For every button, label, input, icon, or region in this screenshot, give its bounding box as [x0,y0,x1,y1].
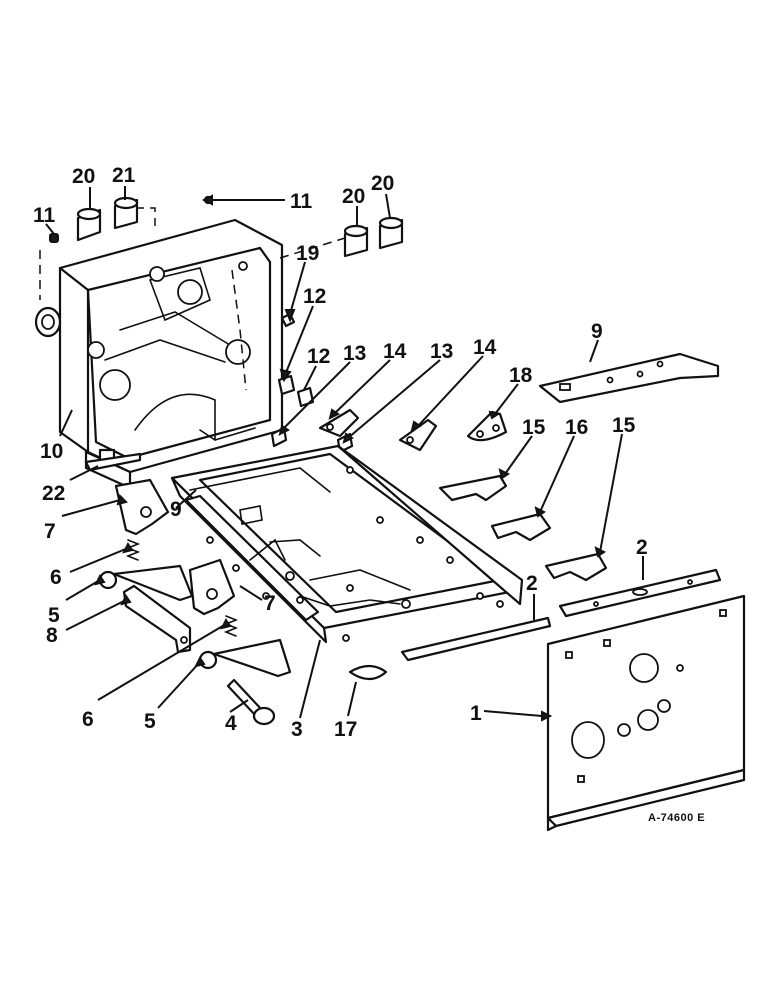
bracket-16 [490,512,552,542]
callout-2: 2 [526,572,538,595]
callout-7: 7 [44,520,56,543]
bushing-20-right-b [378,216,404,250]
callout-13: 13 [430,340,453,363]
pawl-5a [98,564,194,602]
callout-5: 5 [48,604,60,627]
bushing-20-right-a [343,224,369,258]
screw-11-left [49,233,59,243]
callout-14: 14 [383,340,407,363]
plate-14a [318,408,360,438]
strip-9 [538,352,720,404]
callout-7: 7 [264,592,276,615]
callout-19: 19 [296,242,319,265]
callout-2: 2 [636,536,648,559]
housing [34,218,284,490]
bushing-21 [113,196,139,230]
callout-21: 21 [112,164,136,187]
callout-11: 11 [290,190,313,213]
strip-22 [84,452,142,472]
callout-20: 20 [342,185,365,208]
bracket-15a [438,474,508,502]
leader-arrows [94,194,606,722]
callout-8: 8 [46,624,58,647]
drawing-number: A-74600 E [648,812,705,824]
callout-10: 10 [40,440,63,463]
callout-11: 11 [33,204,56,227]
plate-18 [466,410,508,442]
sleeve-12b [296,386,315,408]
sleeve-12a [277,374,296,396]
callout-22: 22 [42,482,65,505]
pin-4 [226,678,276,726]
clip-17 [348,664,388,681]
callout-15: 15 [612,414,636,437]
bracket-8 [122,584,192,654]
callout-9: 9 [170,498,182,521]
callout-17: 17 [334,718,357,741]
cam-7a [114,478,170,536]
callout-5: 5 [144,710,156,733]
callout-15: 15 [522,416,546,439]
callout-20: 20 [72,165,95,188]
panel-1 [546,594,746,832]
strip-2-lower [400,616,552,662]
callout-14: 14 [473,336,497,359]
callout-3: 3 [291,718,303,741]
callout-12: 12 [307,345,330,368]
callout-20: 20 [371,172,394,195]
plate-14b [398,418,438,452]
phantom-line [135,207,156,226]
pawl-5b [198,638,292,678]
callout-6: 6 [82,708,94,731]
main-frame [170,444,524,644]
cam-7b [188,558,236,616]
leader-lines [45,186,644,719]
strip-2-upper [558,568,722,618]
callout-6: 6 [50,566,62,589]
callout-16: 16 [565,416,588,439]
callout-1: 1 [470,702,482,725]
callouts: 20 21 11 11 20 20 19 12 12 13 14 13 14 9… [33,164,648,741]
callout-12: 12 [303,285,326,308]
bushing-20-left [76,207,102,242]
callout-4: 4 [225,712,237,735]
callout-9: 9 [591,320,603,343]
phantom-line [279,237,346,259]
callout-13: 13 [343,342,366,365]
callout-18: 18 [509,364,533,387]
bracket-15b [544,552,608,582]
